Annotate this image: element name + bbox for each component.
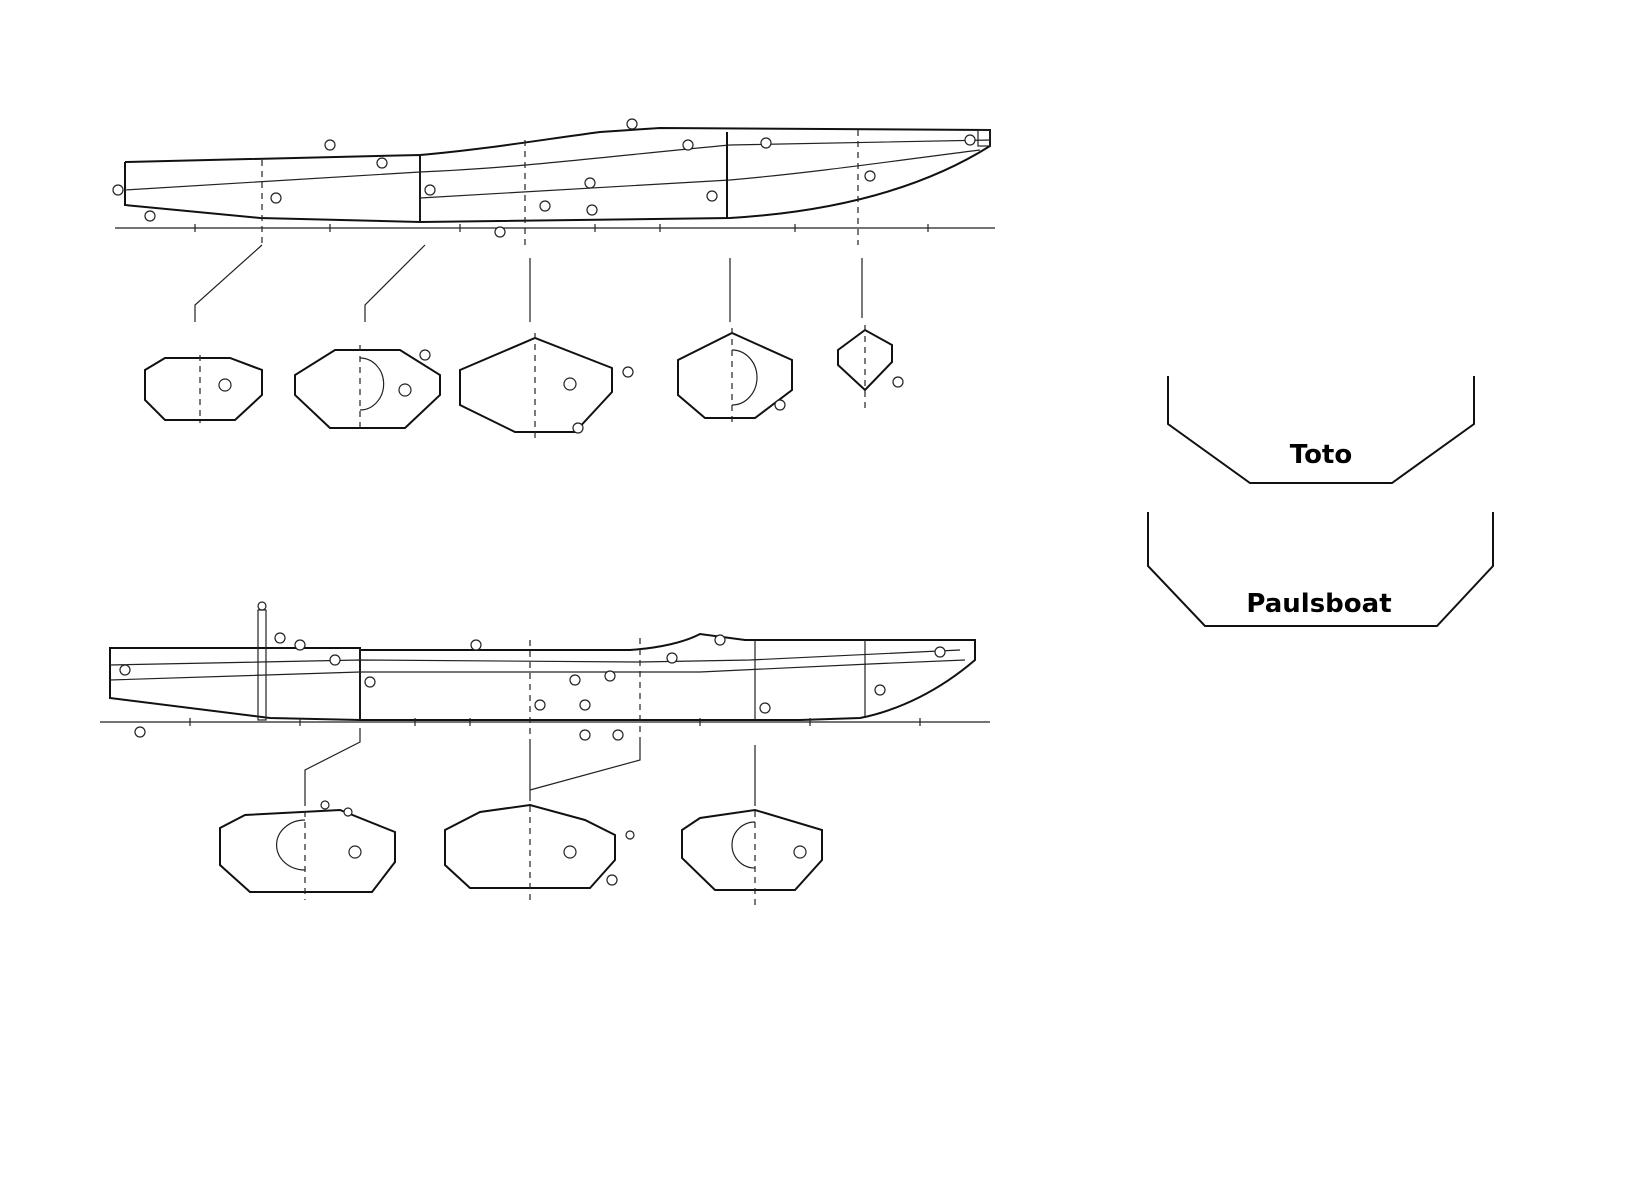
toto-side-profile: [112, 118, 995, 245]
paulsboat-hull-outline: Paulsboat: [1147, 512, 1494, 627]
paulsboat-side-profile: [100, 601, 990, 741]
toto-section-leaders: [194, 244, 863, 322]
paulsboat-cross-sections: [219, 795, 823, 905]
paulsboat-hull-plan: [100, 601, 990, 905]
toto-label: Toto: [1290, 440, 1352, 470]
paulsboat-section-leaders: [304, 728, 756, 800]
toto-hull-plan: [112, 118, 995, 438]
hull-comparison: Toto Paulsboat: [1147, 376, 1494, 627]
paulsboat-label: Paulsboat: [1246, 589, 1391, 619]
toto-cross-sections: [144, 325, 904, 438]
toto-hull-outline: Toto: [1167, 376, 1475, 484]
